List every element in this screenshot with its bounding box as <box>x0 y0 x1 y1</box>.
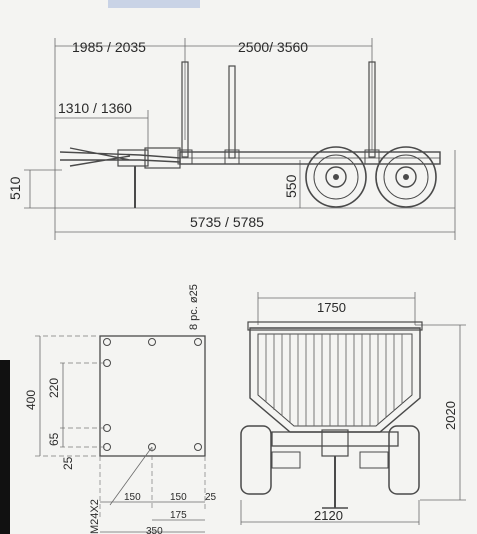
side-view: 1985 / 2035 2500/ 3560 1310 / 1360 510 5… <box>7 38 456 240</box>
dim-drawbar-to-post: 1985 / 2035 <box>72 39 146 55</box>
dim-bunk-width: 1750 <box>317 300 346 315</box>
plate-outline <box>99 335 206 457</box>
dim-frame-height: 550 <box>283 174 299 198</box>
label-holes: 8 pc. ø25 <box>188 284 200 330</box>
dim-upper-holes: 220 <box>47 378 61 398</box>
dim-post-span: 2500/ 3560 <box>238 39 308 55</box>
dim-rear-height: 2020 <box>443 401 458 430</box>
dim-bottom-25: 25 <box>205 492 217 503</box>
dim-drawbar-height: 510 <box>7 176 23 200</box>
dim-lower-holes: 65 <box>47 432 61 446</box>
dim-hitch: 1310 / 1360 <box>58 100 132 116</box>
rear-wheel <box>375 146 437 208</box>
left-wheel <box>240 425 272 495</box>
rear-view: 1750 2020 <box>240 292 466 525</box>
dim-350: 350 <box>146 526 163 534</box>
right-wheel <box>388 425 420 495</box>
bolt-leader <box>109 446 153 506</box>
dim-bottom-150a: 150 <box>124 492 141 503</box>
dim-175: 175 <box>170 510 187 521</box>
mount-plate-view: 400 220 65 25 8 pc. ø25 M24X2 150 150 25… <box>24 284 217 534</box>
dim-track-width: 2120 <box>314 508 343 523</box>
dim-plate-height: 400 <box>24 390 38 410</box>
dim-overall-length: 5735 / 5785 <box>190 214 264 230</box>
trailer-side-illustration <box>59 61 441 208</box>
top-strip <box>108 0 200 8</box>
bunk-illustration <box>247 321 423 433</box>
left-edge-bar <box>0 360 10 534</box>
label-bolt: M24X2 <box>89 499 101 534</box>
front-wheel <box>305 146 367 208</box>
dim-edge: 25 <box>61 456 75 470</box>
axle-wheels <box>240 425 420 509</box>
dim-bottom-150b: 150 <box>170 492 187 503</box>
